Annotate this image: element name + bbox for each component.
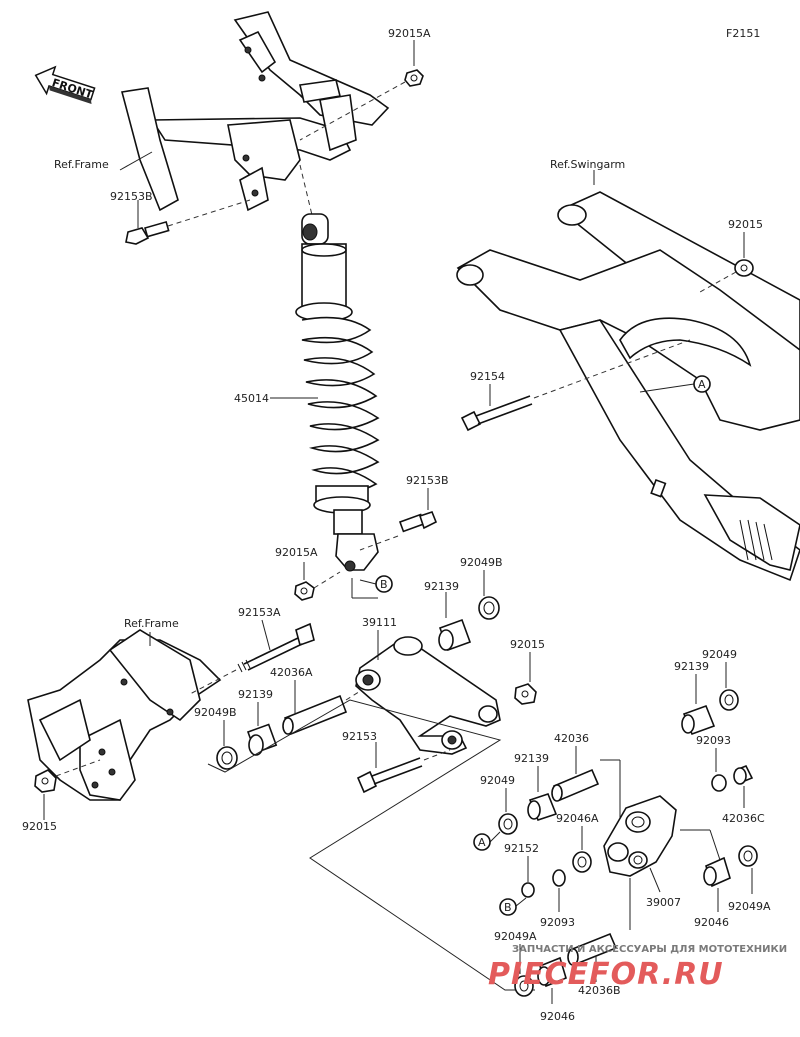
seal-92049b-mid <box>478 570 500 620</box>
shock-absorber-45014 <box>270 164 380 572</box>
part-label-42036c: 42036C <box>722 812 765 825</box>
figure-code: F2151 <box>726 27 760 40</box>
upper-frame-drawing <box>119 11 390 212</box>
part-label-92153a: 92153A <box>238 606 281 619</box>
rocker-arm-39111 <box>355 630 501 755</box>
part-label-42036: 42036 <box>554 732 589 745</box>
collar-42036c <box>733 764 754 808</box>
callout-b-upper: B <box>380 578 388 591</box>
sleeve-42036b <box>567 932 618 982</box>
bushing-92139-left <box>246 702 278 756</box>
part-label-92046a: 92046A <box>556 812 599 825</box>
part-label-92046-r1: 92046 <box>694 916 729 929</box>
washer-92152 <box>521 856 535 898</box>
part-label-92153b-mid: 92153B <box>406 474 449 487</box>
part-label-92049b-mid: 92049B <box>460 556 503 569</box>
part-label-92093-r1: 92093 <box>696 734 731 747</box>
ref-frame-lower-label: Ref.Frame <box>124 617 179 630</box>
callout-a-lower: A <box>478 836 486 849</box>
nut-92015-bottomleft <box>34 759 101 820</box>
ref-swingarm-label: Ref.Swingarm <box>550 158 625 171</box>
part-label-42036b: 42036B <box>578 984 621 997</box>
watermark-tagline: ЗАПЧАСТИ И АКСЕССУАРЫ ДЛЯ МОТОТЕХНИКИ <box>512 944 787 955</box>
seal-92093-r2 <box>552 869 566 912</box>
callout-a-upper: A <box>698 378 706 391</box>
part-label-92049b-left: 92049B <box>194 706 237 719</box>
part-label-92093-r2: 92093 <box>540 916 575 929</box>
assembly-link-line <box>207 699 535 991</box>
part-label-92046-bottom: 92046 <box>540 1010 575 1023</box>
seal-92049a-r1 <box>738 845 758 894</box>
part-label-92049-r1: 92049 <box>480 774 515 787</box>
nut-92015-mid <box>514 652 537 705</box>
callout-b-lower: B <box>504 901 512 914</box>
nut-92015a-mid <box>294 562 341 601</box>
nut-92015a-top <box>299 40 424 141</box>
link-39007 <box>603 795 677 893</box>
bolt-92153b-mid <box>359 488 438 551</box>
part-label-42036a: 42036A <box>270 666 313 679</box>
part-label-92049-r2: 92049 <box>702 648 737 661</box>
swingarm-drawing <box>456 170 800 582</box>
bearing-92046-r1 <box>703 856 731 912</box>
seal-92049b-left <box>216 720 238 770</box>
bolt-92153 <box>356 742 451 794</box>
sleeve-42036 <box>551 746 600 802</box>
front-arrow-icon: FRONT <box>34 65 96 104</box>
part-label-45014: 45014 <box>234 392 269 405</box>
bolt-92153a <box>189 619 315 695</box>
bearing-92046a <box>572 826 592 873</box>
part-label-92049a-r2: 92049A <box>494 930 537 943</box>
seal-92093-r1 <box>711 748 727 792</box>
bushing-92139-r2 <box>681 674 716 736</box>
seal-92049-r2 <box>719 662 739 711</box>
part-label-92139-r1: 92139 <box>514 752 549 765</box>
bushing-92139-mid <box>438 592 472 652</box>
part-label-92015-bottomleft: 92015 <box>22 820 57 833</box>
nut-92015-right <box>699 232 754 293</box>
part-label-92015a-top: 92015A <box>388 27 431 40</box>
bolt-92153b-top <box>125 199 251 245</box>
part-label-92015a-mid: 92015A <box>275 546 318 559</box>
bolt-92154 <box>460 339 691 432</box>
part-label-92139-mid: 92139 <box>424 580 459 593</box>
bearing-92046-bottom <box>537 956 567 1004</box>
bushing-92139-r1 <box>527 766 558 821</box>
sleeve-42036a <box>282 680 363 736</box>
seal-92049-r1 <box>498 788 518 835</box>
part-label-39111: 39111 <box>362 616 397 629</box>
part-label-92139-left: 92139 <box>238 688 273 701</box>
part-label-92015-right: 92015 <box>728 218 763 231</box>
seal-92049a-r2 <box>514 944 534 997</box>
part-label-92152: 92152 <box>504 842 539 855</box>
ref-frame-upper-label: Ref.Frame <box>54 158 109 171</box>
lower-frame-drawing <box>27 629 222 801</box>
part-label-92049a-r1: 92049A <box>728 900 771 913</box>
part-label-92154: 92154 <box>470 370 505 383</box>
watermark-site: PIECEFOR.RU <box>488 957 724 992</box>
part-label-92153b-top: 92153B <box>110 190 153 203</box>
part-label-92139-r2: 92139 <box>674 660 709 673</box>
part-label-92153: 92153 <box>342 730 377 743</box>
part-label-39007: 39007 <box>646 896 681 909</box>
part-label-92015-mid: 92015 <box>510 638 545 651</box>
